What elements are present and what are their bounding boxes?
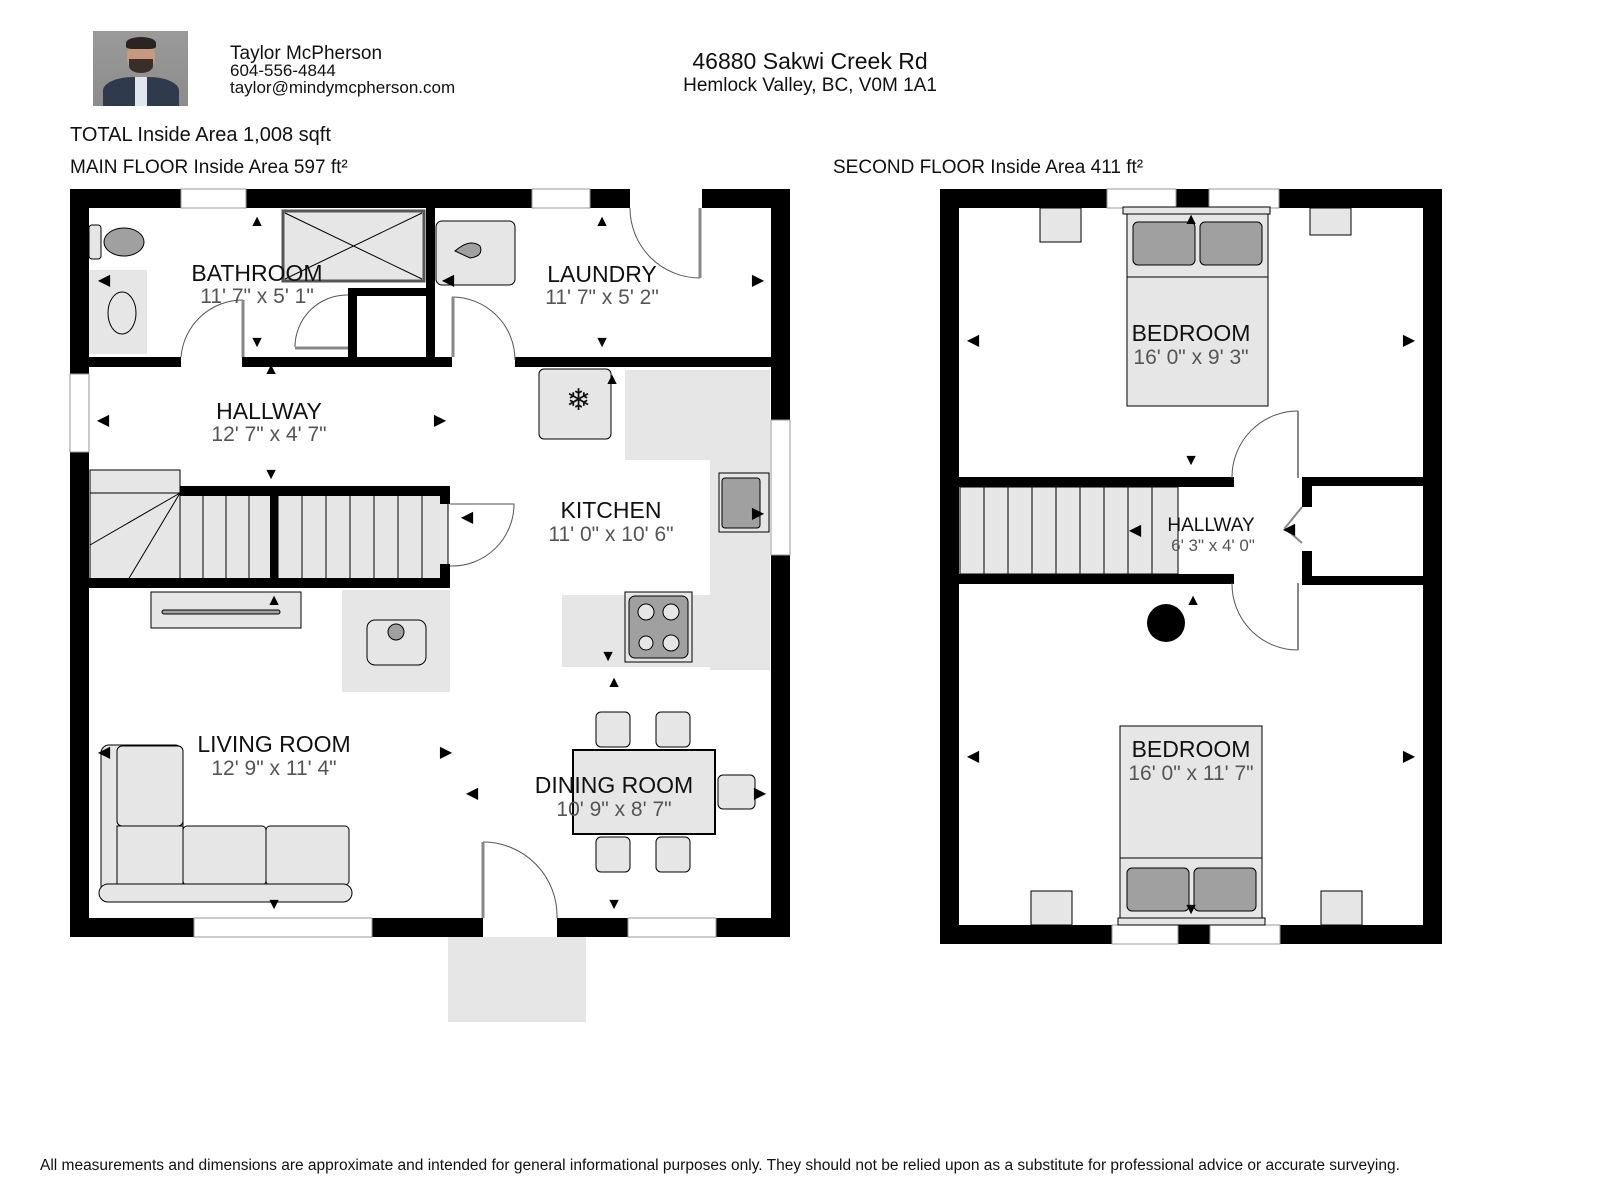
arrow-left-icon: ◀: [96, 412, 110, 429]
arrow-left-icon: ◀: [97, 272, 111, 289]
second-floor-area: SECOND FLOOR Inside Area 411 ft²: [833, 157, 1144, 178]
main-floor-drawing: [69, 188, 791, 1022]
main-floor-area: MAIN FLOOR Inside Area 597 ft²: [70, 157, 348, 178]
total-area: TOTAL Inside Area 1,008 sqft: [70, 124, 331, 146]
arrow-right-icon: ▶: [433, 412, 447, 429]
arrow-left-icon: ◀: [1282, 521, 1296, 538]
room-living-dim: 12' 9" x 11' 4": [211, 757, 337, 780]
room-bedroom2-dim: 16' 0" x 11' 7": [1128, 762, 1254, 785]
arrow-left-icon: ◀: [966, 332, 980, 349]
arrow-left-icon: ◀: [465, 785, 479, 802]
main-floor-plan: ❄ BATHROOM 11' 7" x 5' 1" LAUNDRY 11' 7"…: [0, 0, 800, 1040]
arrow-right-icon: ▶: [751, 505, 765, 522]
arrow-down-icon: ▼: [600, 648, 616, 665]
arrow-up-icon: ▲: [1183, 211, 1199, 228]
arrow-left-icon: ◀: [97, 744, 111, 761]
arrow-down-icon: ▼: [606, 896, 622, 913]
arrow-up-icon: ▲: [263, 361, 279, 378]
room-kitchen-dim: 11' 0" x 10' 6": [548, 523, 674, 546]
arrow-up-icon: ▲: [1185, 592, 1201, 609]
arrow-right-icon: ▶: [751, 272, 765, 289]
room-bedroom1-dim: 16' 0" x 9' 3": [1133, 346, 1249, 369]
address-line2: Hemlock Valley, BC, V0M 1A1: [683, 75, 937, 96]
arrow-down-icon: ▼: [594, 334, 610, 351]
address-line1: 46880 Sakwi Creek Rd: [692, 48, 928, 74]
arrow-up-icon: ▲: [249, 213, 265, 230]
arrow-left-icon: ◀: [460, 509, 474, 526]
room-bedroom2-name: BEDROOM: [1131, 736, 1251, 762]
second-floor-drawing: [940, 188, 1442, 945]
agent-info: Taylor McPherson 604-556-4844 taylor@min…: [230, 43, 456, 97]
arrow-up-icon: ▲: [594, 213, 610, 230]
arrow-down-icon: ▼: [263, 466, 279, 483]
room-bathroom-dim: 11' 7" x 5' 1": [200, 285, 314, 308]
arrow-down-icon: ▼: [1183, 452, 1199, 469]
arrow-right-icon: ▶: [1402, 748, 1416, 765]
arrow-right-icon: ▶: [1402, 332, 1416, 349]
arrow-up-icon: ▲: [604, 371, 620, 388]
room-bedroom1-name: BEDROOM: [1131, 320, 1251, 346]
arrow-down-icon: ▼: [249, 334, 265, 351]
snowflake-icon: ❄: [566, 384, 592, 417]
arrow-left-icon: ◀: [966, 748, 980, 765]
room-bathroom-name: BATHROOM: [191, 260, 323, 286]
arrow-right-icon: ▶: [439, 744, 453, 761]
room-hallway2-name: HALLWAY: [1167, 515, 1255, 536]
arrow-down-icon: ▼: [1183, 901, 1199, 918]
arrow-right-icon: ▶: [753, 785, 767, 802]
arrow-up-icon: ▲: [266, 592, 282, 609]
disclaimer: All measurements and dimensions are appr…: [40, 1157, 1400, 1174]
room-hallway-dim: 12' 7" x 4' 7": [211, 423, 327, 446]
room-laundry-name: LAUNDRY: [547, 261, 657, 287]
room-living-name: LIVING ROOM: [197, 731, 351, 757]
room-hallway-name: HALLWAY: [216, 398, 322, 424]
arrow-down-icon: ▼: [266, 896, 282, 913]
room-kitchen-name: KITCHEN: [560, 497, 662, 523]
agent-email[interactable]: taylor@mindymcpherson.com: [230, 78, 456, 97]
property-address: 46880 Sakwi Creek Rd Hemlock Valley, BC,…: [610, 48, 1010, 98]
second-floor-plan: BEDROOM 16' 0" x 9' 3" HALLWAY 6' 3" x 4…: [940, 188, 1442, 945]
arrow-left-icon: ◀: [1128, 522, 1142, 539]
room-dining-dim: 10' 9" x 8' 7": [556, 798, 672, 821]
room-dining-name: DINING ROOM: [534, 772, 694, 798]
arrow-up-icon: ▲: [606, 674, 622, 691]
agent-name: Taylor McPherson: [230, 43, 383, 64]
agent-phone[interactable]: 604-556-4844: [230, 61, 336, 80]
arrow-left-icon: ◀: [441, 272, 455, 289]
agent-photo: [93, 31, 188, 106]
room-laundry-dim: 11' 7" x 5' 2": [545, 286, 659, 309]
room-hallway2-dim: 6' 3" x 4' 0": [1171, 536, 1255, 555]
